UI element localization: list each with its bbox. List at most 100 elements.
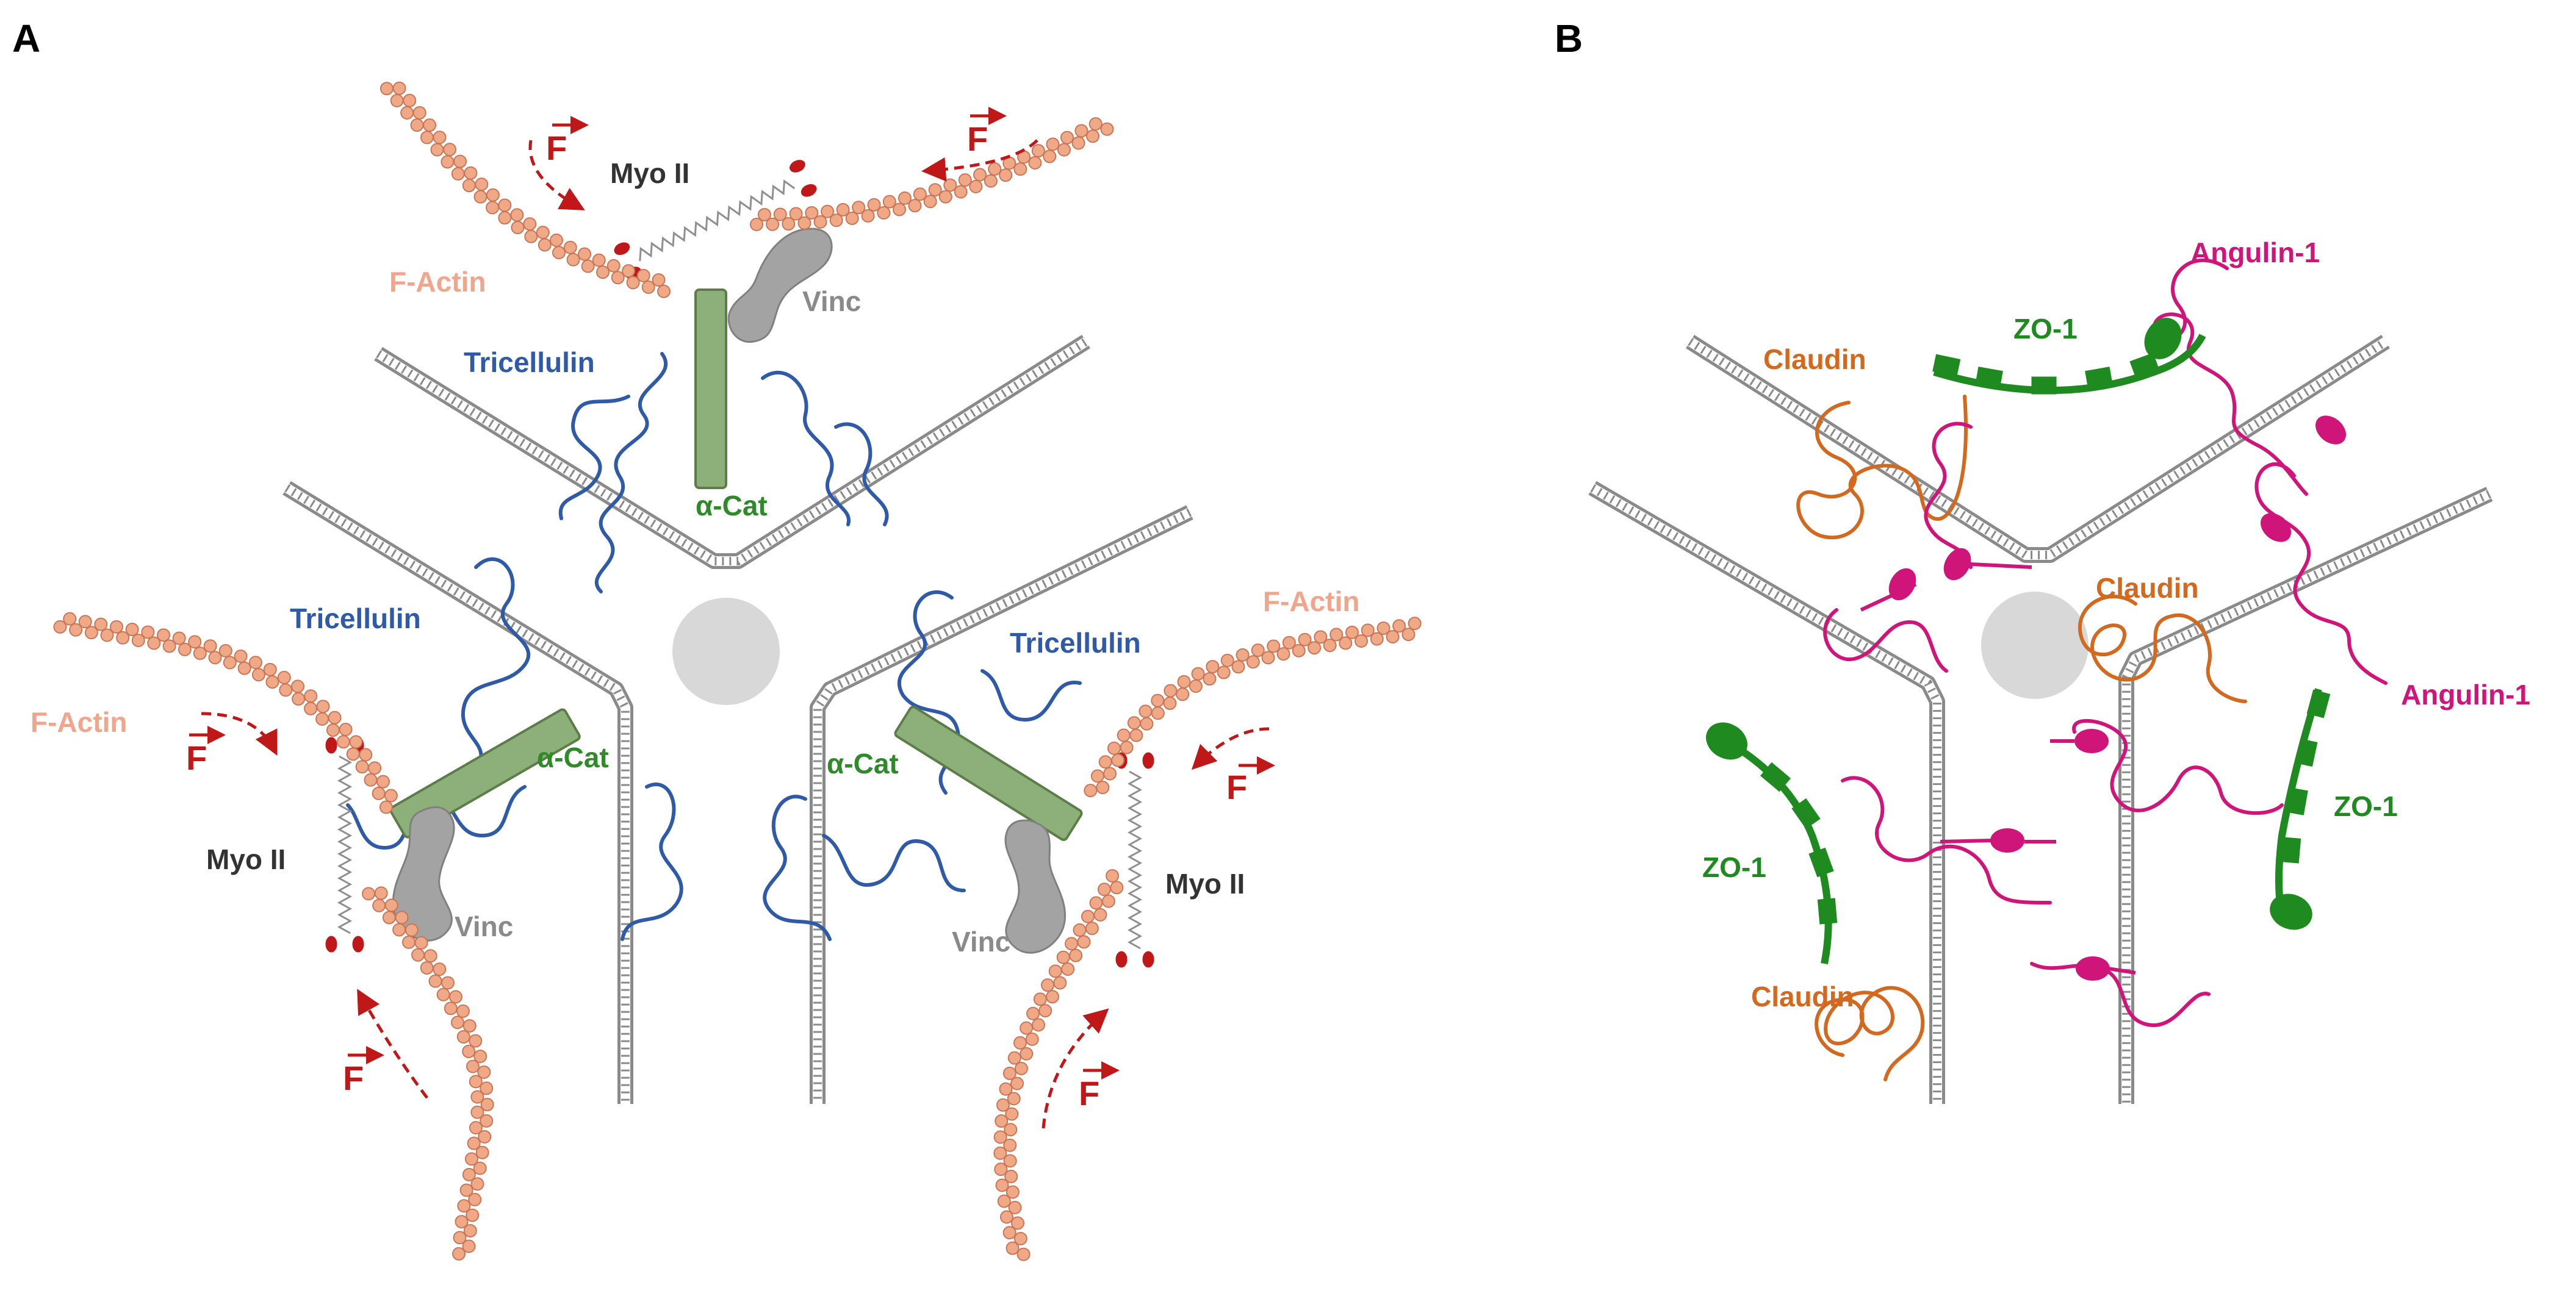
actin-bead [938,190,952,204]
f-actin-left-lower [362,886,494,1261]
actin-bead [1217,665,1231,679]
actin-bead [336,735,350,749]
label-zo1-left: ZO-1 [1702,851,1766,883]
force-label-top-left: F [546,129,567,167]
actin-bead [1106,869,1120,883]
actin-bead [973,168,987,182]
actin-bead [1069,948,1083,962]
membrane-right-a [810,505,1193,1104]
actin-bead [622,264,636,278]
actin-bead [466,1208,480,1222]
actin-bead [997,1194,1011,1208]
actin-bead [606,259,621,273]
actin-bead [411,948,425,962]
actin-bead [578,247,592,261]
actin-bead [455,1215,469,1229]
actin-bead [463,1223,477,1237]
actin-bead [836,202,850,217]
actin-bead [1139,704,1153,718]
actin-bead [549,233,563,247]
actin-bead [1003,1154,1017,1168]
actin-bead [1097,883,1111,897]
actin-bead [384,789,398,803]
actin-bead [1031,144,1045,158]
actin-bead [1251,643,1265,657]
vinculin-top [727,227,833,343]
label-alpha-cat-top: α-Cat [696,490,768,521]
actin-bead [954,185,968,199]
actin-bead [265,675,279,689]
force-curve-right-lower [1042,1008,1109,1129]
actin-bead [845,211,859,225]
actin-bead [1006,1185,1020,1199]
label-vinc-top: Vinc [802,285,861,317]
force-arrows-a [201,139,1270,1129]
actin-bead [1013,1231,1027,1245]
actin-bead [359,748,373,762]
membrane-left-a [282,481,633,1104]
angulin-beads [1860,415,2347,981]
force-label-left-upper: F [186,739,207,777]
myosin-head [1114,949,1129,970]
actin-bead [766,217,780,231]
actin-bead [1282,636,1296,650]
label-tricellulin-right: Tricellulin [1010,627,1141,659]
label-angulin-right: Angulin-1 [2401,679,2530,711]
actin-bead [464,1152,478,1166]
actin-bead [131,633,145,647]
actin-bead [626,276,640,290]
actin-bead [1077,935,1091,949]
actin-bead [78,615,92,629]
actin-bead [1376,621,1391,635]
actin-bead [913,187,927,201]
actin-bead [462,1167,476,1181]
actin-bead [1370,632,1384,646]
actin-bead [466,1059,480,1073]
actin-bead [349,735,363,749]
panel-b: B [1555,16,2530,1104]
actin-bead [1206,660,1220,674]
actin-bead [116,631,130,645]
actin-bead [1074,124,1088,138]
actin-bead [304,701,318,715]
actin-bead [999,168,1013,182]
angulins [1823,259,2387,1027]
tricellular-pore-b [1981,592,2089,699]
actin-bead [172,631,186,645]
actin-bead [374,886,388,900]
claudins [1796,395,2247,1081]
actin-bead [523,217,537,231]
alpha-catenin-top [694,288,727,489]
label-alpha-cat-left: α-Cat [537,742,609,773]
actin-bead [94,617,108,631]
actin-bead [652,273,666,287]
actin-bead [401,935,416,949]
actin-bead [498,198,512,212]
actin-bead [995,1114,1009,1128]
f-actin-right-upper [1084,617,1422,798]
actin-bead [1045,990,1059,1004]
actin-bead [611,271,625,285]
actin-bead [1355,634,1369,648]
label-tricellulin-top: Tricellulin [464,346,595,378]
force-label-left-lower: F [343,1059,364,1097]
actin-bead [1203,672,1217,686]
actin-bead [1084,784,1098,798]
label-vinc-left: Vinc [455,911,513,942]
actin-bead [478,1130,492,1144]
actin-bead [448,990,462,1004]
force-vector-glyphs-a: F F F F F F [186,107,1275,1112]
actin-bead [436,987,450,1001]
actin-bead [84,626,98,640]
actin-bead [156,628,170,642]
zo1-left [1719,734,1832,965]
actin-bead [829,213,843,227]
f-actin-right-lower [993,869,1124,1261]
actin-bead [410,118,424,132]
actin-bead [821,204,835,218]
actin-bead [1010,1076,1024,1091]
actin-bead [1081,909,1095,923]
actin-bead [1003,1138,1017,1152]
actin-bead [364,773,378,787]
label-claudin-bottom: Claudin [1751,981,1854,1012]
